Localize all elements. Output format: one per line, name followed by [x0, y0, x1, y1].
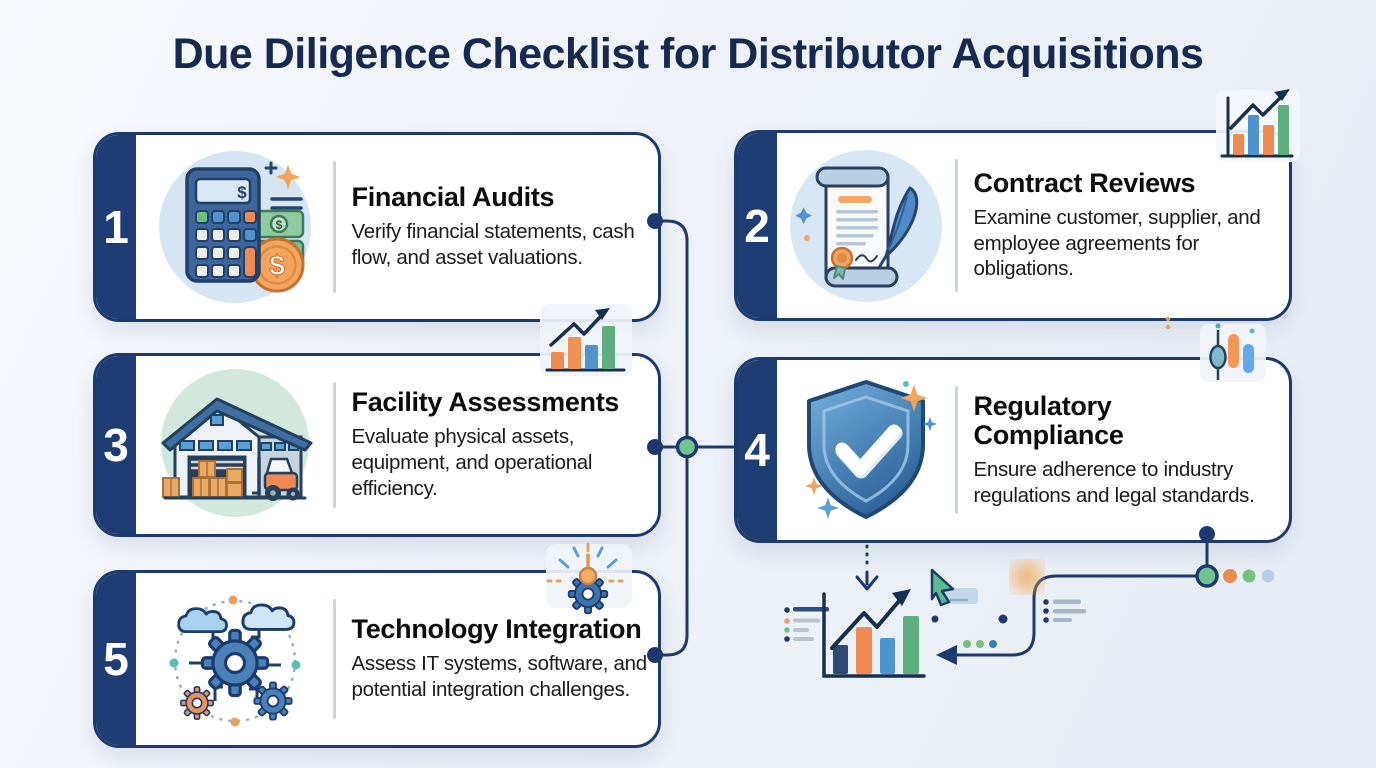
card-title: Financial Audits — [351, 182, 555, 213]
card-title: Facility Assessments — [351, 387, 620, 418]
connector-node — [1195, 564, 1219, 588]
card-regulatory-compliance: 4 Regulatory Compliance Ensure adherence… — [734, 357, 1292, 543]
card-number: 2 — [737, 133, 777, 318]
card-title: Technology Integration — [351, 614, 642, 645]
card-contract-reviews: 2 Contract Reviews Examine cust — [734, 130, 1292, 321]
connector-node — [675, 435, 699, 459]
glow-dot — [1012, 562, 1042, 592]
arrowhead-left — [936, 645, 957, 665]
calculator-money-icon: $ $ $ — [136, 135, 333, 319]
card-divider — [333, 382, 336, 508]
gears-cloud-icon — [136, 573, 333, 745]
small-dot — [931, 615, 939, 623]
card-divider — [955, 386, 958, 514]
svg-text:$: $ — [269, 250, 285, 281]
svg-text:$: $ — [237, 183, 247, 202]
card-number: 3 — [96, 356, 136, 534]
card-description: Assess IT systems, software, and potenti… — [351, 652, 648, 702]
card-number: 4 — [737, 360, 777, 540]
card-technology-integration: 5 Technology Integration Assess IT syste… — [93, 570, 661, 748]
card-description: Evaluate physical assets, equipment, and… — [351, 425, 593, 500]
card-number: 1 — [96, 135, 136, 319]
svg-text:$: $ — [275, 218, 282, 232]
card-description: Ensure adherence to industry regulations… — [973, 457, 1255, 507]
warehouse-icon — [136, 356, 333, 534]
shield-check-icon — [777, 360, 955, 540]
page-title: Due Diligence Checklist for Distributor … — [172, 30, 1204, 78]
connector-right — [936, 526, 1275, 665]
contract-scroll-icon — [777, 133, 955, 318]
checklist-icon-right — [1043, 599, 1086, 623]
left-arrow-connector — [952, 574, 1197, 657]
card-divider — [333, 599, 336, 719]
cursor-icon — [930, 568, 978, 607]
card-financial-audits: 1 $ $ $ — [93, 132, 661, 322]
small-dot — [998, 614, 1008, 624]
trend-bar-chart-icon-bottom — [822, 589, 926, 678]
card-title: Contract Reviews — [973, 167, 1196, 198]
card-description: Examine customer, supplier, and employee… — [973, 205, 1261, 281]
card-facility-assessments: 3 — [93, 353, 661, 537]
card-number: 5 — [96, 573, 136, 745]
three-dots — [963, 640, 997, 648]
card-description: Verify financial statements, cash flow, … — [351, 220, 635, 270]
checklist-icon-left — [784, 607, 829, 642]
down-arrow-icon — [855, 544, 879, 591]
card-divider — [333, 161, 336, 293]
card-divider — [955, 159, 958, 292]
card-title: Regulatory Compliance — [973, 390, 1124, 450]
